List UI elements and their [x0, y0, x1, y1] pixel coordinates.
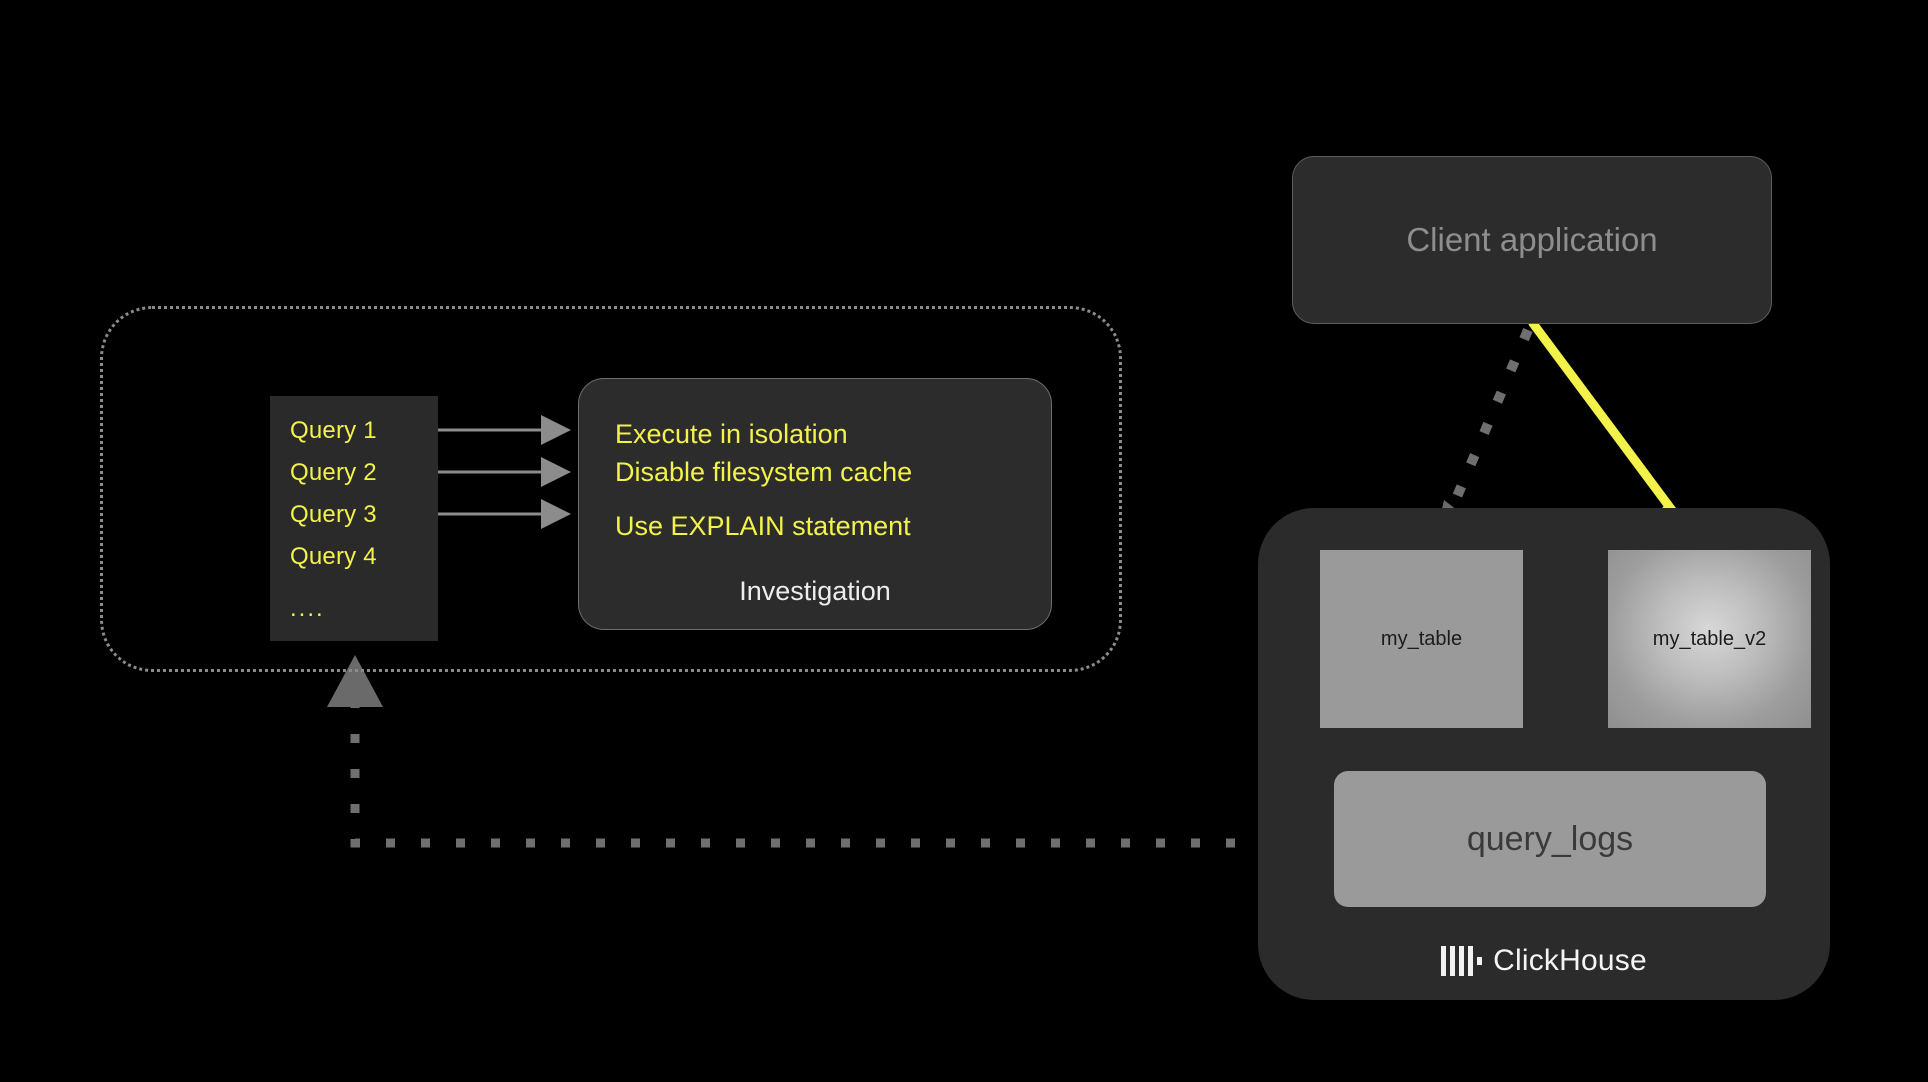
investigation-tip-1: Execute in isolation [615, 419, 848, 449]
table-query-logs[interactable]: query_logs [1334, 771, 1766, 907]
investigation-card-title: Investigation [739, 576, 891, 606]
investigation-tip-2: Disable filesystem cache [615, 457, 913, 487]
clickhouse-wordmark: ClickHouse [1493, 944, 1647, 977]
investigation-card: Execute in isolation Disable filesystem … [578, 378, 1052, 630]
client-application-label: Client application [1406, 221, 1658, 258]
table-my-table-label: my_table [1380, 627, 1463, 650]
query-list-panel: Query 1 Query 2 Query 3 Query 4 .... [270, 396, 438, 641]
list-item-query-3[interactable]: Query 3 [290, 501, 377, 528]
investigation-tips: Execute in isolation Disable filesystem … [615, 415, 1031, 545]
table-my-table[interactable]: my_table [1320, 550, 1523, 728]
investigation-tip-3: Use EXPLAIN statement [615, 511, 911, 541]
investigation-region [100, 306, 1122, 672]
table-my-table-v2-label: my_table_v2 [1652, 627, 1767, 650]
client-application-box: Client application [1292, 156, 1772, 324]
list-item-query-1[interactable]: Query 1 [290, 417, 377, 444]
list-item-query-2[interactable]: Query 2 [290, 459, 377, 486]
clickhouse-container: my_table my_table_v2 query_logs ClickHou… [1258, 508, 1830, 1000]
table-my-table-v2[interactable]: my_table_v2 [1608, 550, 1811, 728]
clickhouse-logo: ClickHouse [1258, 944, 1830, 978]
list-item-more: .... [290, 595, 325, 622]
query-logs-feedback-connector [327, 655, 1340, 848]
list-item-query-4[interactable]: Query 4 [290, 543, 377, 570]
table-query-logs-label: query_logs [1466, 819, 1634, 858]
clickhouse-bars-icon [1441, 946, 1483, 976]
